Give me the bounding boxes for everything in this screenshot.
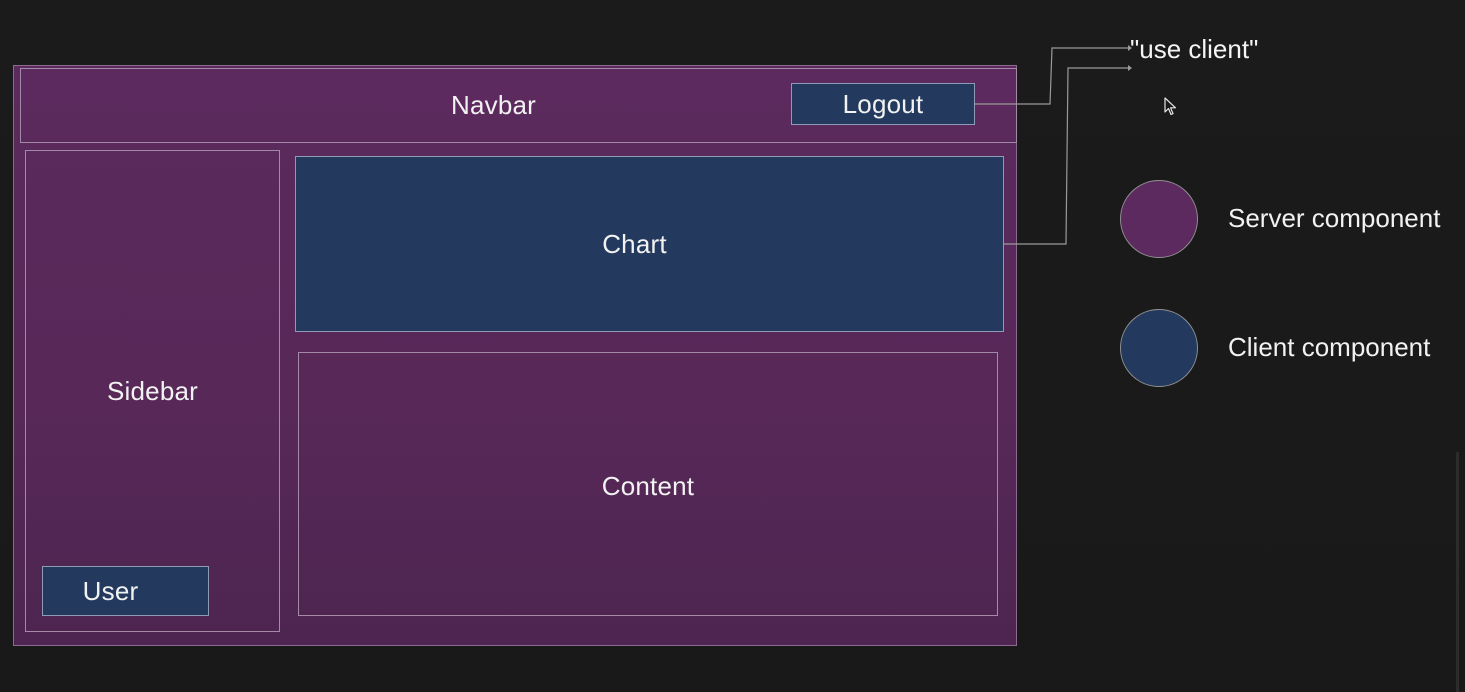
chart-client-component: Chart (295, 156, 1004, 332)
mouse-pointer-icon (1164, 97, 1177, 116)
scrollbar-track[interactable] (1456, 452, 1459, 692)
content-box: Content (298, 352, 998, 616)
sidebar-label: Sidebar (106, 375, 199, 406)
user-label: User (82, 575, 139, 606)
client-component-swatch (1120, 309, 1198, 387)
use-client-annotation: "use client" (1130, 34, 1259, 64)
sidebar-box: Sidebar (25, 150, 280, 632)
user-client-component: User (42, 566, 209, 616)
navbar-label: Navbar (450, 90, 536, 120)
arrowhead-icon (1128, 65, 1132, 71)
logout-client-component: Logout (791, 83, 975, 125)
logout-label: Logout (842, 88, 924, 119)
chart-connector (1004, 67, 1128, 245)
chart-label: Chart (602, 228, 667, 259)
content-label: Content (601, 470, 695, 501)
server-component-label: Server component (1228, 203, 1441, 233)
navbar-box: Navbar (20, 68, 1017, 143)
server-component-swatch (1120, 180, 1198, 258)
client-component-label: Client component (1228, 332, 1431, 362)
